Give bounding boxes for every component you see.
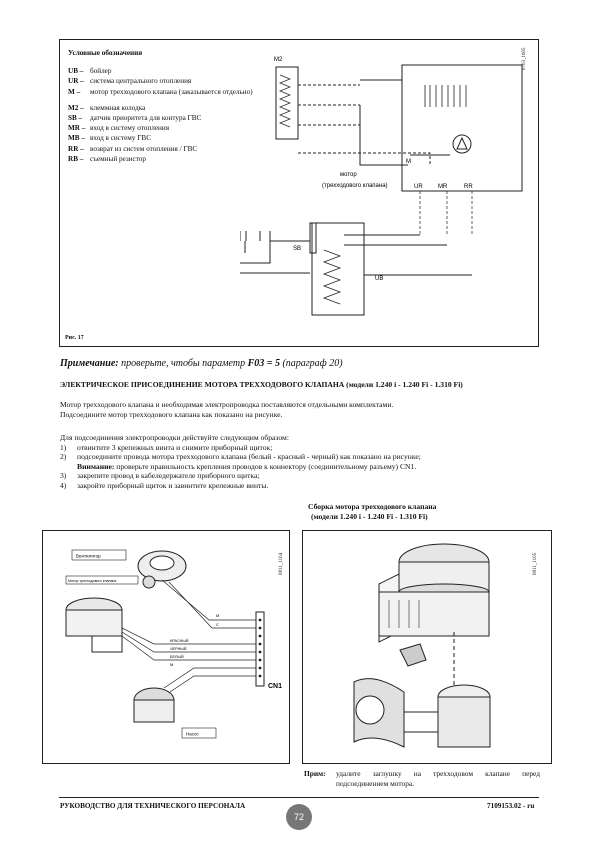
left-figure	[42, 530, 290, 764]
page-number: 72	[286, 804, 312, 830]
wire-red: КРАСНЫЙ	[170, 639, 189, 643]
motor-label-1: мотор	[340, 172, 357, 178]
left-figure-code: 0811_1104	[279, 552, 284, 575]
legend-title: Условные обозначения	[68, 49, 143, 57]
footer-rule	[59, 797, 539, 798]
m-label: M	[406, 159, 411, 165]
section-heading: ЭЛЕКТРИЧЕСКОЕ ПРИСОЕДИНЕНИЕ МОТОРА ТРЕХХ…	[60, 380, 463, 389]
right-figure	[302, 530, 552, 764]
ur-label: UR	[414, 184, 423, 190]
intro-paragraph: Мотор трехходового клапана и необходимая…	[60, 400, 394, 419]
top-figure	[59, 39, 539, 347]
footer-left: РУКОВОДСТВО ДЛЯ ТЕХНИЧЕСКОГО ПЕРСОНАЛА	[60, 802, 246, 810]
mr-label: MR	[438, 184, 448, 190]
step-item: 2)подсоедините провода мотора трехходово…	[60, 452, 421, 462]
step-item: Внимание: проверьте правильность креплен…	[77, 461, 417, 471]
legend-item: RR –возврат из систем отопления / ГВС	[68, 144, 198, 153]
sb-label: SB	[293, 246, 301, 252]
note: Примечание: проверьте, чтобы параметр F0…	[60, 358, 343, 369]
steps-title: Для подсоединения электропроводки действ…	[60, 433, 289, 442]
legend-item: RB –съемный резистор	[68, 154, 146, 163]
steps-block: Для подсоединения электропроводки действ…	[60, 433, 550, 491]
footer-right: 7109153.02 - ru	[487, 802, 535, 810]
cn1-label: CN1	[268, 683, 282, 690]
right-figure-caption: Прим: удалите заглушку на трехходовом кл…	[304, 769, 540, 788]
legend-item: MB –вход в систему ГВС	[68, 134, 151, 143]
valve-assembly-illustration	[353, 543, 491, 748]
boiler-wiring-diagram: M2 мотор (трехходового клапана) M UR MR …	[240, 57, 523, 316]
wire-m2: M	[170, 662, 173, 667]
right-figure-title: Сборка мотора трехходового клапана (моде…	[308, 502, 437, 521]
fig-label: Рис. 17	[65, 335, 84, 341]
connector-wiring-diagram: Вентилятор Мотор трехходового клапана На…	[65, 549, 282, 739]
rr-label: RR	[464, 184, 473, 190]
ub-label: UB	[375, 276, 383, 282]
wire-c: C	[216, 622, 219, 627]
legend-item: UR –система центрального отопления	[68, 77, 192, 86]
step-item: 1)отвинтите 3 крепежных винта и снимите …	[60, 442, 273, 452]
pump-label: Насос	[186, 732, 200, 737]
vent-label: Вентилятор	[76, 554, 101, 559]
step-item: 3)закрепите провод в кабеледержателе при…	[60, 471, 260, 481]
motor-label-2: (трехходового клапана)	[322, 183, 388, 189]
wire-m1: M	[216, 613, 219, 618]
legend-item: M –мотор трехходового клапана (заказывае…	[68, 87, 253, 96]
motor-valve-label: Мотор трехходового клапана	[68, 579, 116, 583]
m2-label: M2	[274, 57, 283, 63]
legend-item: UB –бойлер	[68, 67, 112, 76]
wire-black: ЧЕРНЫЙ	[170, 647, 187, 651]
wire-white: БЕЛЫЙ	[170, 655, 184, 659]
step-item: 4)закройте приборный щиток и завинтите к…	[60, 480, 269, 490]
legend-item: SB –датчик приоритета для контура ГВС	[68, 114, 202, 123]
legend-item: M2 –клеммная колодка	[68, 103, 146, 112]
legend-item: MR –вход в систему отопления	[68, 124, 170, 133]
right-figure-code: 0811_1105	[533, 552, 538, 575]
legend: Условные обозначения UB –бойлер UR –сист…	[68, 48, 268, 164]
